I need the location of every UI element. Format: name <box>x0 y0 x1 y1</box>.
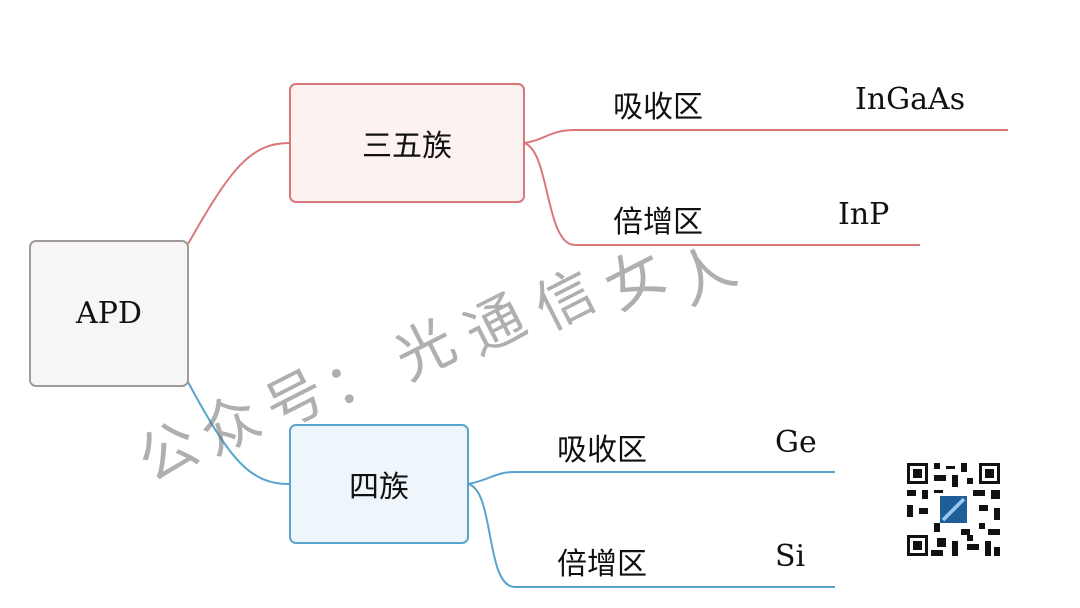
leaf-label[interactable]: 吸收区 <box>613 90 703 125</box>
blue-connectors <box>187 381 835 588</box>
red-connectors <box>187 129 1008 246</box>
leaf-value[interactable]: Si <box>775 539 806 574</box>
leaf-label[interactable]: 吸收区 <box>557 433 647 468</box>
root-node-apd[interactable]: APD <box>29 240 189 387</box>
branch-label: 三五族 <box>362 129 452 164</box>
leaf-value[interactable]: InP <box>838 197 890 232</box>
leaf-value[interactable]: Ge <box>775 425 817 460</box>
leaf-label[interactable]: 倍增区 <box>613 205 703 240</box>
branch-node-iii-v[interactable]: 三五族 <box>289 83 525 203</box>
leaf-value[interactable]: InGaAs <box>855 82 966 117</box>
root-label: APD <box>76 296 142 331</box>
branch-label: 四族 <box>349 470 409 505</box>
qr-code-icon <box>907 463 1000 556</box>
leaf-label[interactable]: 倍增区 <box>557 547 647 582</box>
branch-node-iv[interactable]: 四族 <box>289 424 469 544</box>
